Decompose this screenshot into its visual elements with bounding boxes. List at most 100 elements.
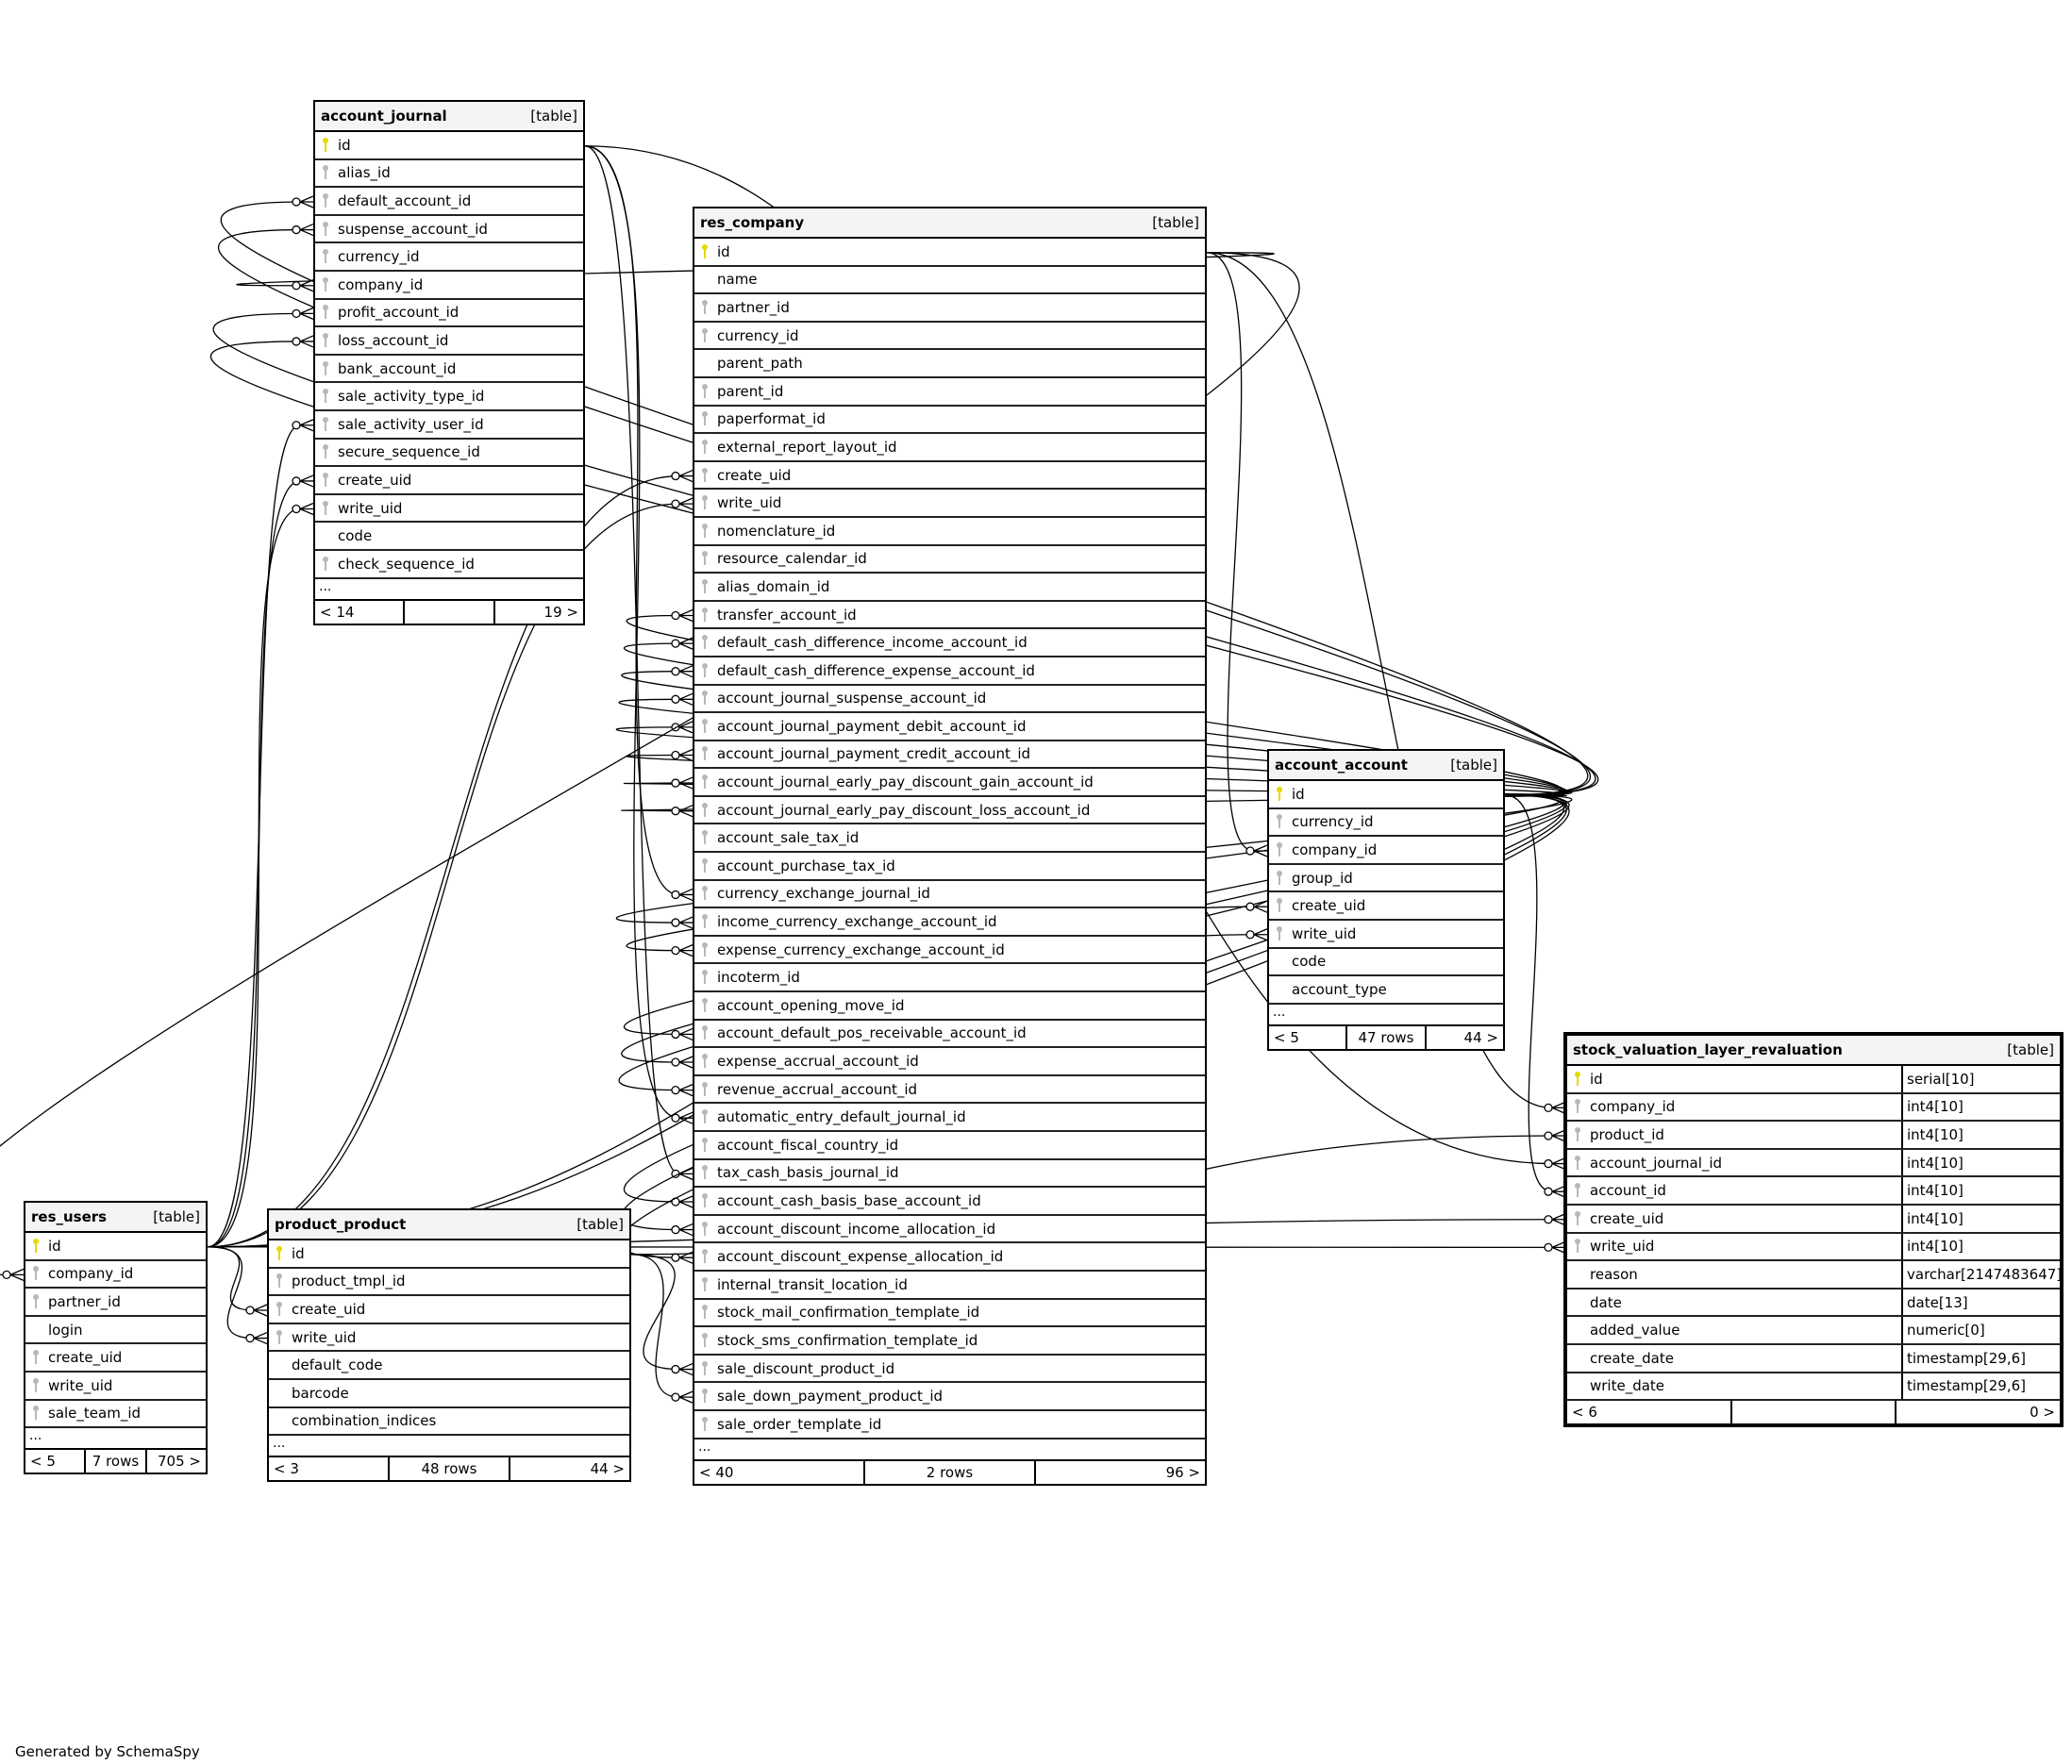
more-columns-ellipsis[interactable]: ...	[1269, 1005, 1503, 1026]
column-row[interactable]: parent_path	[694, 350, 1205, 378]
column-row[interactable]: income_currency_exchange_account_id	[694, 908, 1205, 937]
table-header[interactable]: res_company [table]	[694, 208, 1205, 239]
table-header[interactable]: account_account [table]	[1269, 751, 1503, 781]
more-columns-ellipsis[interactable]: ...	[315, 579, 583, 601]
column-row[interactable]: sale_activity_type_id	[315, 383, 583, 411]
children-count-link[interactable]: 44 >	[509, 1457, 629, 1481]
column-row[interactable]: account_journal_id int4[10]	[1567, 1149, 2060, 1178]
column-row[interactable]: id	[1269, 781, 1503, 809]
column-row[interactable]: account_discount_income_allocation_id	[694, 1216, 1205, 1244]
column-row[interactable]: company_id int4[10]	[1567, 1093, 2060, 1123]
column-row[interactable]: account_id int4[10]	[1567, 1177, 2060, 1206]
column-row[interactable]: id	[269, 1240, 629, 1269]
column-row[interactable]: account_cash_basis_base_account_id	[694, 1188, 1205, 1216]
column-row[interactable]: create_uid int4[10]	[1567, 1205, 2060, 1234]
column-row[interactable]: internal_transit_location_id	[694, 1272, 1205, 1300]
column-row[interactable]: write_uid	[25, 1373, 206, 1401]
column-row[interactable]: tax_cash_basis_journal_id	[694, 1160, 1205, 1189]
column-row[interactable]: barcode	[269, 1380, 629, 1408]
children-count-link[interactable]: 0 >	[1895, 1401, 2060, 1424]
column-row[interactable]: write_uid	[315, 495, 583, 524]
column-row[interactable]: default_cash_difference_income_account_i…	[694, 629, 1205, 657]
column-row[interactable]: account_sale_tax_id	[694, 824, 1205, 854]
column-row[interactable]: create_uid	[694, 462, 1205, 491]
table-header[interactable]: stock_valuation_layer_revaluation [table…	[1567, 1036, 2060, 1066]
column-row[interactable]: alias_domain_id	[694, 574, 1205, 602]
column-row[interactable]: loss_account_id	[315, 327, 583, 356]
column-row[interactable]: bank_account_id	[315, 356, 583, 384]
table-account-account[interactable]: account_account [table] id currency_id c…	[1267, 749, 1505, 1051]
table-res-company[interactable]: res_company [table] id name partner_id c…	[693, 207, 1207, 1486]
parents-count-link[interactable]: < 14	[320, 603, 355, 621]
parents-count-link[interactable]: < 40	[699, 1463, 734, 1481]
column-row[interactable]: company_id	[315, 272, 583, 300]
table-res-users[interactable]: res_users [table] id company_id partner_…	[24, 1201, 208, 1475]
column-row[interactable]: automatic_entry_default_journal_id	[694, 1104, 1205, 1132]
column-row[interactable]: create_uid	[315, 467, 583, 495]
parents-count-link[interactable]: < 5	[1274, 1028, 1299, 1046]
column-row[interactable]: code	[315, 523, 583, 551]
column-row[interactable]: sale_down_payment_product_id	[694, 1383, 1205, 1411]
column-row[interactable]: secure_sequence_id	[315, 440, 583, 468]
column-row[interactable]: external_report_layout_id	[694, 434, 1205, 462]
column-row[interactable]: paperformat_id	[694, 407, 1205, 435]
column-row[interactable]: revenue_accrual_account_id	[694, 1076, 1205, 1105]
column-row[interactable]: account_journal_suspense_account_id	[694, 686, 1205, 714]
column-row[interactable]: product_id int4[10]	[1567, 1122, 2060, 1150]
column-row[interactable]: currency_id	[694, 323, 1205, 351]
column-row[interactable]: write_uid	[1269, 921, 1503, 949]
column-row[interactable]: default_code	[269, 1352, 629, 1380]
column-row[interactable]: sale_order_template_id	[694, 1411, 1205, 1439]
column-row[interactable]: account_journal_early_pay_discount_loss_…	[694, 797, 1205, 825]
column-row[interactable]: create_date timestamp[29,6]	[1567, 1344, 2060, 1373]
column-row[interactable]: create_uid	[1269, 892, 1503, 921]
parents-count-link[interactable]: < 3	[274, 1460, 299, 1478]
table-name[interactable]: res_users	[31, 1208, 108, 1225]
column-row[interactable]: account_discount_expense_allocation_id	[694, 1243, 1205, 1272]
column-row[interactable]: stock_mail_confirmation_template_id	[694, 1300, 1205, 1328]
children-count-link[interactable]: 705 >	[144, 1450, 206, 1473]
column-row[interactable]: reason varchar[2147483647]	[1567, 1261, 2062, 1290]
column-row[interactable]: combination_indices	[269, 1408, 629, 1437]
column-row[interactable]: account_default_pos_receivable_account_i…	[694, 1021, 1205, 1049]
table-name[interactable]: stock_valuation_layer_revaluation	[1573, 1041, 1843, 1058]
column-row[interactable]: account_purchase_tax_id	[694, 853, 1205, 881]
children-count-link[interactable]: 19 >	[493, 600, 583, 624]
column-row[interactable]: nomenclature_id	[694, 518, 1205, 546]
column-row[interactable]: create_uid	[25, 1344, 206, 1373]
column-row[interactable]: transfer_account_id	[694, 602, 1205, 630]
column-row[interactable]: login	[25, 1317, 206, 1345]
column-row[interactable]: currency_exchange_journal_id	[694, 881, 1205, 909]
column-row[interactable]: id serial[10]	[1567, 1066, 2060, 1094]
column-row[interactable]: suspense_account_id	[315, 216, 583, 244]
column-row[interactable]: currency_id	[1269, 809, 1503, 838]
column-row[interactable]: sale_activity_user_id	[315, 411, 583, 440]
parents-count-link[interactable]: < 5	[30, 1453, 56, 1471]
column-row[interactable]: partner_id	[25, 1289, 206, 1317]
column-row[interactable]: default_cash_difference_expense_account_…	[694, 657, 1205, 686]
column-row[interactable]: account_journal_payment_debit_account_id	[694, 713, 1205, 741]
column-row[interactable]: write_uid int4[10]	[1567, 1233, 2060, 1262]
column-row[interactable]: group_id	[1269, 865, 1503, 893]
column-row[interactable]: product_tmpl_id	[269, 1269, 629, 1297]
column-row[interactable]: write_uid	[694, 490, 1205, 518]
column-row[interactable]: account_type	[1269, 976, 1503, 1005]
table-name[interactable]: product_product	[275, 1216, 407, 1233]
column-row[interactable]: create_uid	[269, 1296, 629, 1324]
column-row[interactable]: alias_id	[315, 160, 583, 189]
column-row[interactable]: expense_accrual_account_id	[694, 1048, 1205, 1076]
column-row[interactable]: account_journal_payment_credit_account_i…	[694, 741, 1205, 770]
column-row[interactable]: company_id	[1269, 837, 1503, 865]
column-row[interactable]: profit_account_id	[315, 300, 583, 328]
children-count-link[interactable]: 96 >	[1034, 1460, 1205, 1484]
table-product-product[interactable]: product_product [table] id product_tmpl_…	[267, 1208, 631, 1483]
column-row[interactable]: sale_team_id	[25, 1401, 206, 1429]
parents-count-link[interactable]: < 6	[1572, 1404, 1597, 1422]
column-row[interactable]: id	[694, 239, 1205, 267]
column-row[interactable]: id	[25, 1233, 206, 1261]
column-row[interactable]: incoterm_id	[694, 964, 1205, 993]
column-row[interactable]: account_fiscal_country_id	[694, 1132, 1205, 1160]
column-row[interactable]: added_value numeric[0]	[1567, 1317, 2060, 1345]
column-row[interactable]: write_uid	[269, 1324, 629, 1353]
table-account-journal[interactable]: account_journal [table] id alias_id defa…	[313, 100, 585, 625]
